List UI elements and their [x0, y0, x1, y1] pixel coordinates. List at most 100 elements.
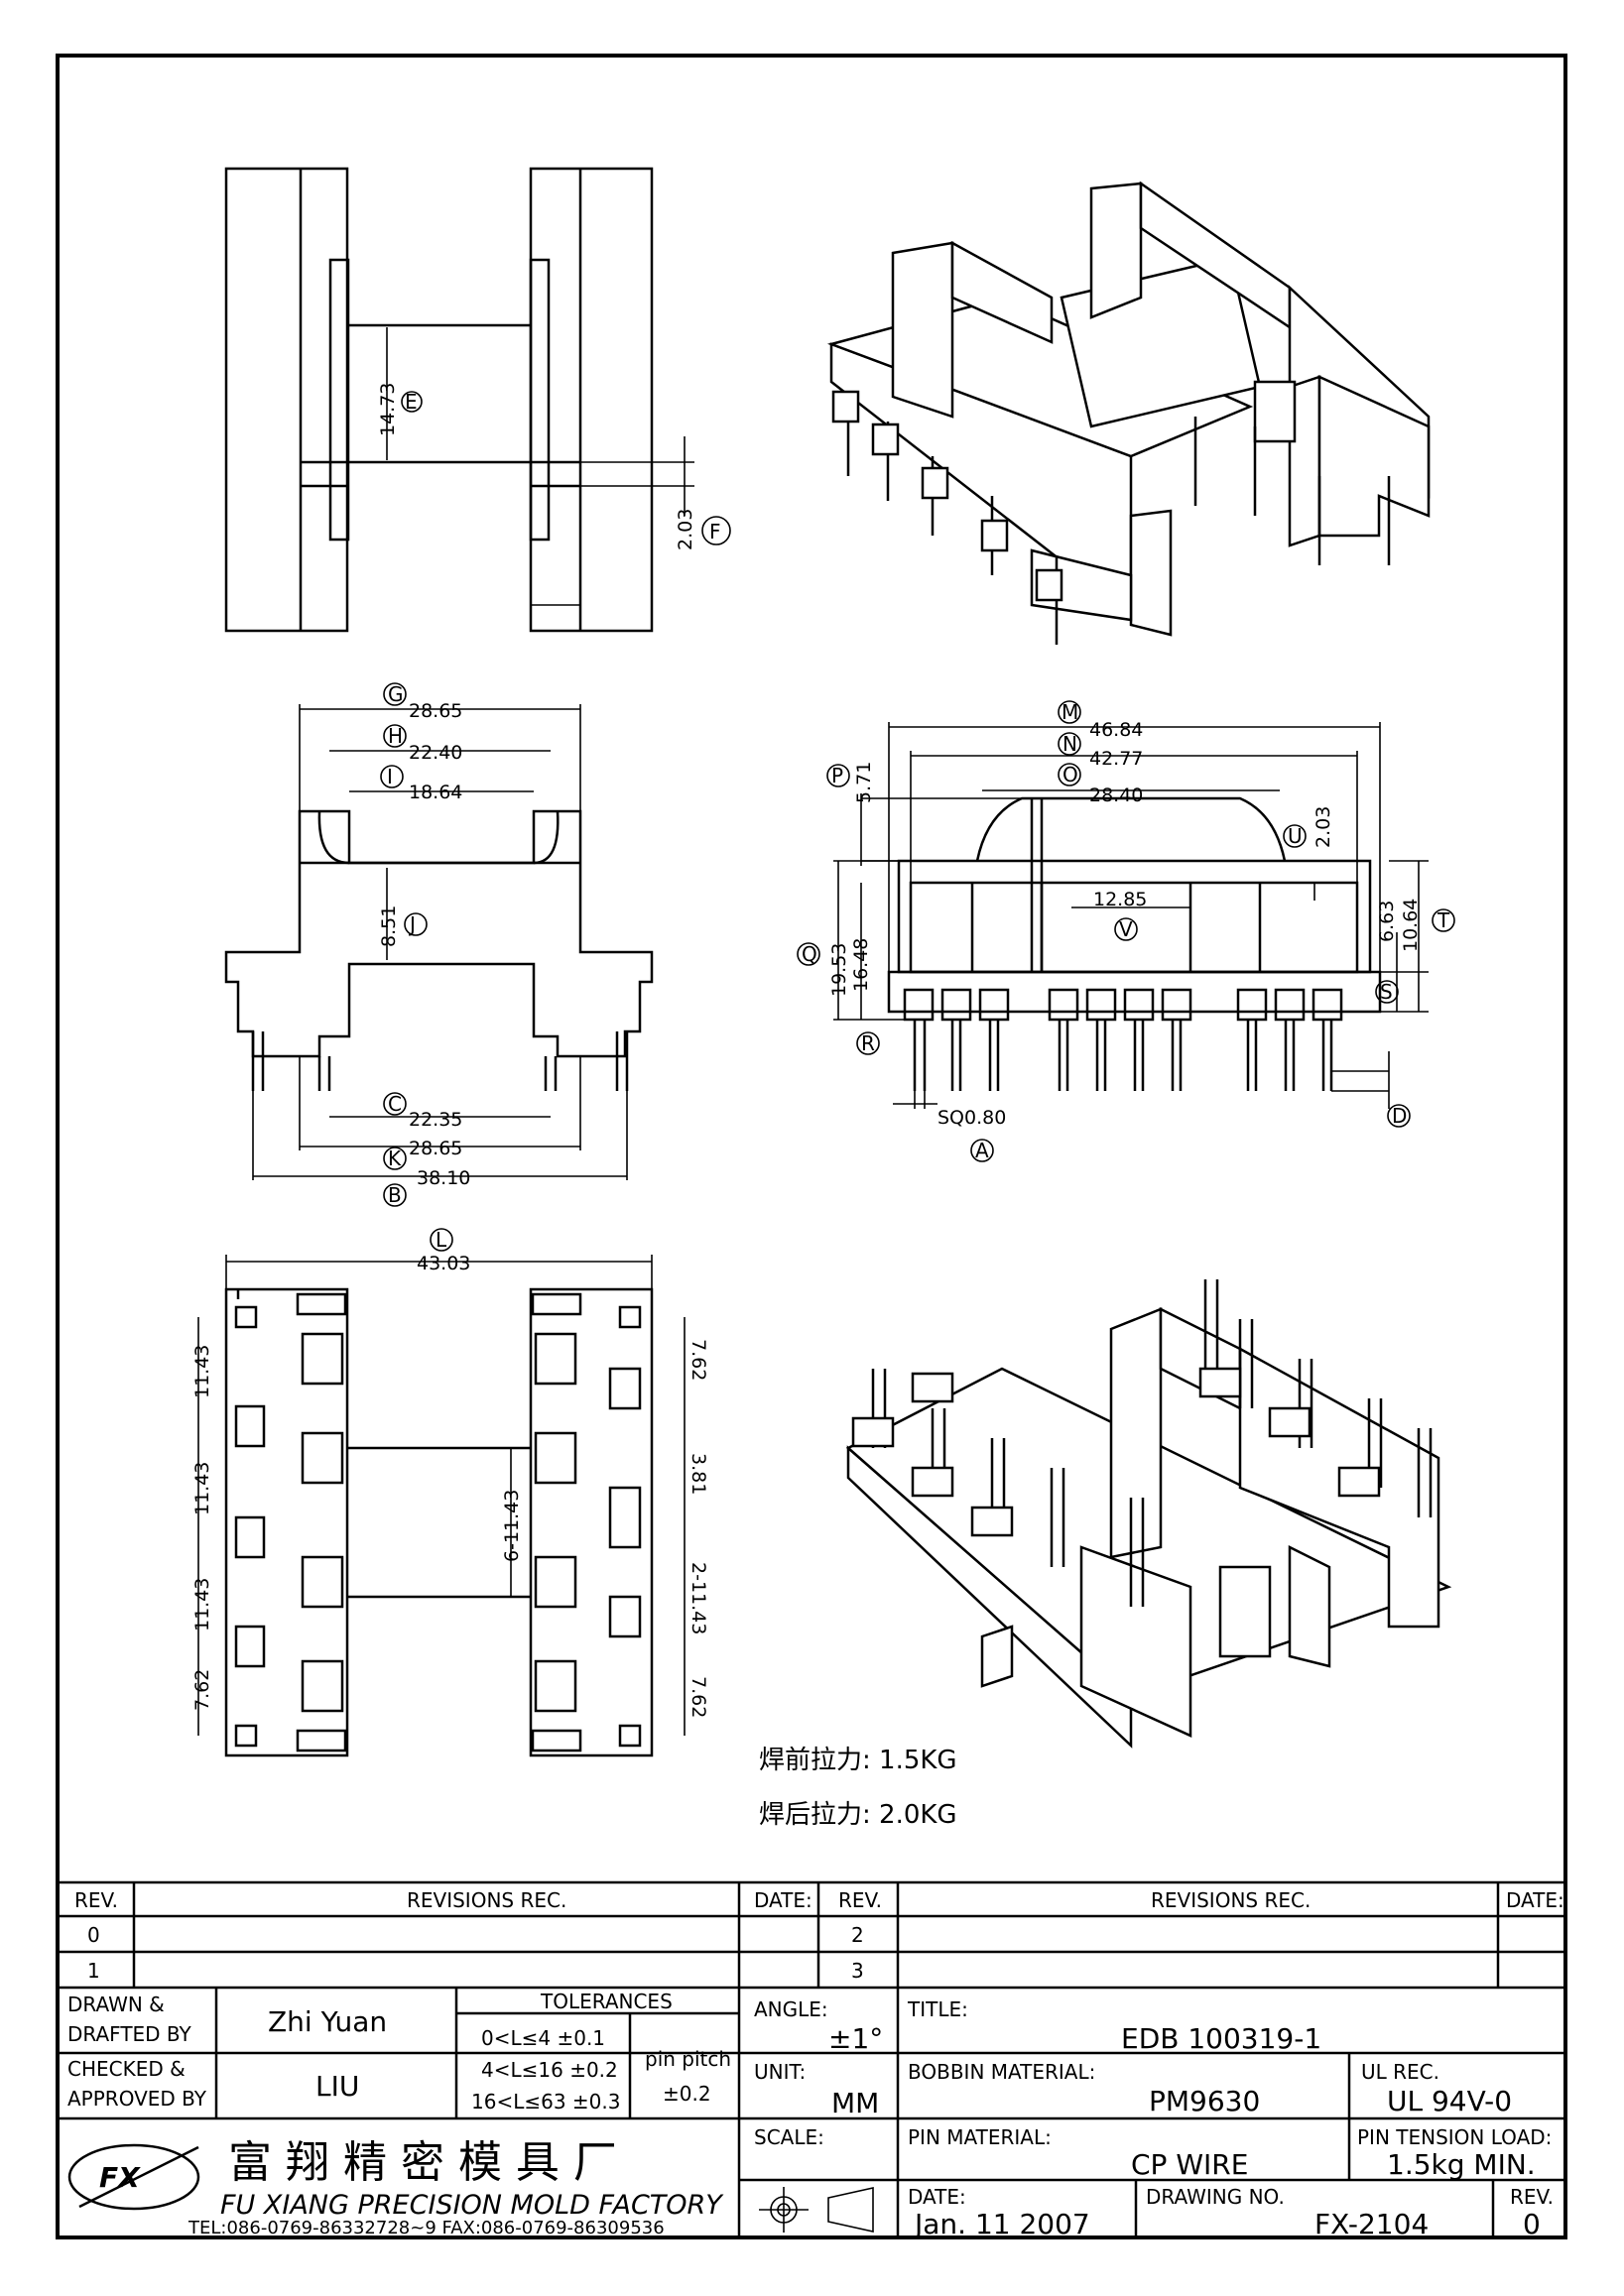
dim-l-label: L	[436, 1228, 447, 1252]
angle-label: ANGLE:	[754, 1997, 828, 2021]
dim-o-label: O	[1062, 763, 1078, 786]
dim-l3-value: 11.43	[191, 1578, 213, 1631]
dim-mid-value: 6-11.43	[501, 1490, 523, 1562]
dim-b-label: B	[388, 1183, 402, 1207]
dim-n-value: 42.77	[1089, 748, 1143, 770]
drawn-by: Zhi Yuan	[268, 2005, 387, 2038]
rev-value: 0	[1523, 2208, 1541, 2240]
dim-e-value: 14.73	[377, 383, 399, 436]
scale-label: SCALE:	[754, 2125, 824, 2149]
dim-r3-value: 2-11.43	[687, 1562, 709, 1634]
date-value: Jan. 11 2007	[913, 2208, 1090, 2240]
bobbin-value: PM9630	[1149, 2085, 1260, 2117]
dim-f-value: 2.03	[675, 509, 696, 550]
dim-h-value: 22.40	[409, 742, 462, 764]
date-label: DATE:	[908, 2185, 966, 2209]
dim-f-label: F	[709, 520, 721, 544]
dim-o-value: 28.40	[1089, 785, 1143, 806]
dim-l1-value: 11.43	[191, 1345, 213, 1398]
checked-label-2: APPROVED BY	[67, 2087, 207, 2111]
dim-m-label: M	[1062, 700, 1078, 724]
dim-r2-value: 3.81	[687, 1453, 709, 1495]
bobbin-label: BOBBIN MATERIAL:	[908, 2060, 1095, 2084]
drawing-no-label: DRAWING NO.	[1146, 2185, 1285, 2209]
bottom-view-pads	[234, 1292, 642, 1752]
rev-row-2: 2	[851, 1923, 864, 1947]
company-logo: FX	[67, 2143, 200, 2211]
dim-t-value: 10.64	[1400, 899, 1422, 952]
pin-material-label: PIN MATERIAL:	[908, 2125, 1052, 2149]
drawing-frame	[56, 54, 1567, 2239]
rev-header-right: REV.	[838, 1888, 882, 1912]
dim-q2-value: 16.48	[850, 938, 872, 992]
pin-material-value: CP WIRE	[1131, 2148, 1248, 2181]
tol-row-1: 4<L≤16 ±0.2	[481, 2058, 618, 2082]
dim-g-label: G	[388, 682, 404, 706]
drawing-no-value: FX-2104	[1314, 2208, 1429, 2240]
note-pull-after: 焊后拉力: 2.0KG	[759, 1800, 957, 1830]
iso-view-bottom	[845, 1279, 1452, 1749]
dim-r-label: R	[861, 1031, 875, 1055]
drawn-label-1: DRAWN &	[67, 1993, 165, 2016]
svg-text:FX: FX	[99, 2161, 141, 2194]
front-view: G 28.65 H 22.40 I 18.64 8.51 J C 22.35 K…	[224, 682, 654, 1207]
dim-d-label: D	[1392, 1104, 1407, 1128]
dim-i-value: 18.64	[409, 782, 462, 803]
pin-tension-value: 1.5kg MIN.	[1387, 2148, 1536, 2181]
ul-value: UL 94V-0	[1387, 2085, 1512, 2117]
title-block: REV. REVISIONS REC. DATE: REV. REVISIONS…	[58, 1880, 1565, 2240]
unit-value: MM	[831, 2087, 879, 2119]
dim-u-label: U	[1288, 824, 1303, 848]
dim-v-label: V	[1119, 917, 1133, 941]
dim-a-label: A	[975, 1139, 989, 1162]
dim-q-label: Q	[802, 942, 817, 966]
company-tel-fax: TEL:086-0769-86332728~9 FAX:086-0769-863…	[187, 2218, 665, 2238]
company-name-en: FU XIANG PRECISION MOLD FACTORY	[220, 2190, 724, 2221]
dim-s-value: 6.63	[1376, 901, 1398, 942]
dim-r4-value: 7.62	[687, 1676, 709, 1718]
pin-pitch-label: pin pitch	[645, 2047, 731, 2071]
top-view: 14.73 E 2.03 F	[224, 167, 731, 633]
dim-e-label: E	[405, 390, 418, 414]
dim-s-label: S	[1380, 980, 1393, 1004]
pin-tension-label: PIN TENSION LOAD:	[1357, 2125, 1552, 2149]
dim-u-value: 2.03	[1312, 806, 1334, 848]
side-view-pins	[913, 1020, 1333, 1091]
date-header-right: DATE:	[1506, 1888, 1564, 1912]
dim-j-label: J	[408, 912, 416, 936]
revisions-header-left: REVISIONS REC.	[407, 1888, 566, 1912]
dim-n-label: N	[1062, 732, 1077, 756]
dim-k-label: K	[388, 1147, 402, 1170]
dim-k-value: 28.65	[409, 1138, 462, 1159]
date-header-left: DATE:	[754, 1888, 812, 1912]
dim-c-value: 22.35	[409, 1109, 462, 1131]
rev-row-1: 1	[87, 1959, 100, 1983]
unit-label: UNIT:	[754, 2060, 806, 2084]
dim-r1-value: 7.62	[687, 1339, 709, 1381]
dim-j-value: 8.51	[378, 906, 400, 947]
side-view-pin-tabs	[903, 988, 1343, 1022]
checked-label-1: CHECKED &	[67, 2057, 186, 2081]
checked-by: LIU	[315, 2070, 359, 2103]
dim-c-label: C	[388, 1092, 402, 1116]
rev-label: REV.	[1510, 2185, 1554, 2209]
dim-p-label: P	[831, 764, 843, 787]
projection-symbol	[759, 2187, 874, 2233]
iso-view-top	[826, 181, 1431, 645]
dim-a-value: SQ0.80	[937, 1107, 1006, 1129]
company-name-cn: 富 翔 精 密 模 具 厂	[228, 2137, 617, 2188]
dim-l-value: 43.03	[417, 1253, 470, 1274]
drawn-label-2: DRAFTED BY	[67, 2022, 192, 2046]
dim-t-label: T	[1437, 908, 1450, 932]
tol-row-0: 0<L≤4 ±0.1	[481, 2026, 605, 2050]
dim-v-value: 12.85	[1093, 889, 1147, 910]
dim-i-label: I	[387, 765, 393, 788]
bottom-view: L 43.03 11.43 11.43 11.43 7.62 7.62 3.81…	[191, 1228, 709, 1757]
dim-h-label: H	[388, 724, 403, 748]
rev-header-left: REV.	[74, 1888, 118, 1912]
title-label: TITLE:	[907, 1997, 968, 2021]
ul-label: UL REC.	[1361, 2060, 1439, 2084]
pin-pitch-value: ±0.2	[663, 2082, 711, 2106]
tolerances-label: TOLERANCES	[540, 1990, 673, 2013]
side-view: M 46.84 N 42.77 O 28.40 P 5.71 2.03 U 12…	[797, 700, 1455, 1162]
